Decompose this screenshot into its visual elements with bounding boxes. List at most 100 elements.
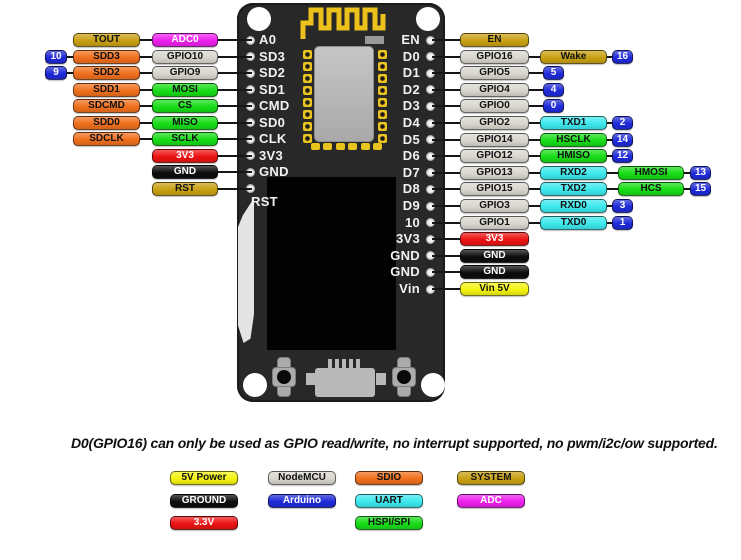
usb-connector <box>315 368 375 397</box>
pin-tag-gpio16: GPIO16 <box>460 49 529 64</box>
pin-tag-rxd2: RXD2 <box>540 165 607 180</box>
pin-tag-sdd1: SDD1 <box>73 82 140 97</box>
pin-tag-sclk: SCLK <box>152 132 218 147</box>
pin-tag-gpio1: GPIO1 <box>460 215 529 230</box>
legend-item-arduino: Arduino <box>268 494 336 508</box>
board-pin-label-a0: A0 <box>259 32 277 47</box>
board-pin-label-sd1: SD1 <box>259 81 286 97</box>
pin-tag-txd2: TXD2 <box>540 182 607 197</box>
pin-tag-cs: CS <box>152 99 218 114</box>
board-pin-label-d7-8: D7 <box>402 164 420 180</box>
pin-tag-gnd: GND <box>152 165 218 180</box>
pin-tag-12: 12 <box>612 149 633 164</box>
usb-pin <box>328 359 332 368</box>
module-pad <box>348 143 358 150</box>
pin-hole <box>425 267 435 277</box>
legend-item-5v-power: 5V Power <box>170 470 238 485</box>
pin-tag-rst: RST <box>152 181 218 196</box>
module-pad <box>303 50 312 59</box>
pin-tag-gpio5: GPIO5 <box>460 66 529 81</box>
board-pin-label-10-11: 10 <box>404 214 420 230</box>
module-pad <box>335 143 345 150</box>
silkscreen-rst-label: RST <box>251 194 278 209</box>
pin-tag-gpio12: GPIO12 <box>460 149 529 164</box>
board-pin-label-gnd-13: GND <box>390 247 420 263</box>
pin-hole <box>425 118 435 128</box>
pin-tag-10: 10 <box>45 49 67 64</box>
pin-tag-sdd0: SDD0 <box>73 115 140 130</box>
pin-tag-0: 0 <box>543 99 564 114</box>
pin-hole <box>425 201 435 211</box>
pin-tag-sdclk: SDCLK <box>73 132 140 147</box>
module-pad <box>378 134 387 143</box>
pin-tag-gnd: GND <box>460 248 529 263</box>
pin-tag-sdd3: SDD3 <box>73 49 140 64</box>
pin-tag-hsclk: HSCLK <box>540 132 607 147</box>
module-pad <box>303 134 312 143</box>
pin-tag-gpio9: GPIO9 <box>152 66 218 81</box>
pin-hole <box>425 135 435 145</box>
pin-hole <box>425 85 435 95</box>
board-edge-highlight <box>238 198 254 343</box>
board-pin-label-vin-15: Vin <box>399 281 420 296</box>
esp8266-shield <box>314 46 374 142</box>
module-pad <box>378 98 387 107</box>
pin-tag-vin-5v: Vin 5V <box>460 282 529 296</box>
pin-tag-gpio4: GPIO4 <box>460 82 529 97</box>
module-pad <box>311 143 320 150</box>
pin-tag-miso: MISO <box>152 115 218 130</box>
pin-tag-1: 1 <box>612 215 633 230</box>
pin-tag-txd0: TXD0 <box>540 215 607 230</box>
pin-tag-rxd0: RXD0 <box>540 199 607 213</box>
board-pin-label-d9-10: D9 <box>402 198 420 213</box>
board-pin-label-d4-5: D4 <box>402 115 420 130</box>
pin-hole <box>425 52 435 62</box>
pin-tag-3v3: 3V3 <box>152 148 218 163</box>
usb-pin <box>356 359 360 368</box>
pin-tag-gpio2: GPIO2 <box>460 116 529 130</box>
pin-tag-14: 14 <box>612 132 633 147</box>
pin-tag-gpio14: GPIO14 <box>460 132 529 147</box>
board-pin-label-sd2: SD2 <box>259 65 286 81</box>
pin-tag-gpio15: GPIO15 <box>460 182 529 197</box>
pin-tag-gpio10: GPIO10 <box>152 49 218 64</box>
pin-hole <box>425 284 435 294</box>
pin-tag-hmiso: HMISO <box>540 149 607 164</box>
pin-tag-adc0: ADC0 <box>152 33 218 47</box>
board-pin-label-sd0: SD0 <box>259 114 286 130</box>
pin-hole <box>425 101 435 111</box>
usb-tab <box>306 373 316 385</box>
board-pin-label-gnd: GND <box>259 164 289 180</box>
usb-pin <box>335 359 339 368</box>
pin-tag-gpio0: GPIO0 <box>460 99 529 114</box>
module-pad <box>360 143 370 150</box>
board-black-area <box>267 177 396 350</box>
legend-item-sdio: SDIO <box>355 470 423 485</box>
legend-item-hspi-spi: HSPI/SPI <box>355 515 423 530</box>
usb-tab <box>376 373 386 385</box>
pin-tag-sdcmd: SDCMD <box>73 99 140 114</box>
pin-hole <box>425 168 435 178</box>
usb-pin <box>349 359 353 368</box>
pin-hole <box>425 151 435 161</box>
board-pin-label-d2-3: D2 <box>402 81 420 97</box>
module-pad <box>303 62 312 71</box>
pin-tag-2: 2 <box>612 116 633 130</box>
legend-item-system: SYSTEM <box>457 470 525 485</box>
pin-tag-hmosi: HMOSI <box>618 165 684 180</box>
pin-tag-hcs: HCS <box>618 182 684 197</box>
pin-hole <box>425 251 435 261</box>
module-pad <box>378 110 387 119</box>
board-pin-label-cmd: CMD <box>259 98 290 114</box>
pin-tag-3v3: 3V3 <box>460 232 529 247</box>
pin-hole <box>425 234 435 244</box>
pin-tag-13: 13 <box>690 165 711 180</box>
pin-tag-sdd2: SDD2 <box>73 66 140 81</box>
module-pad <box>303 98 312 107</box>
legend-item-uart: UART <box>355 494 423 508</box>
module-pad <box>303 122 312 131</box>
pin-tag-txd1: TXD1 <box>540 116 607 130</box>
mounting-hole <box>243 373 267 397</box>
